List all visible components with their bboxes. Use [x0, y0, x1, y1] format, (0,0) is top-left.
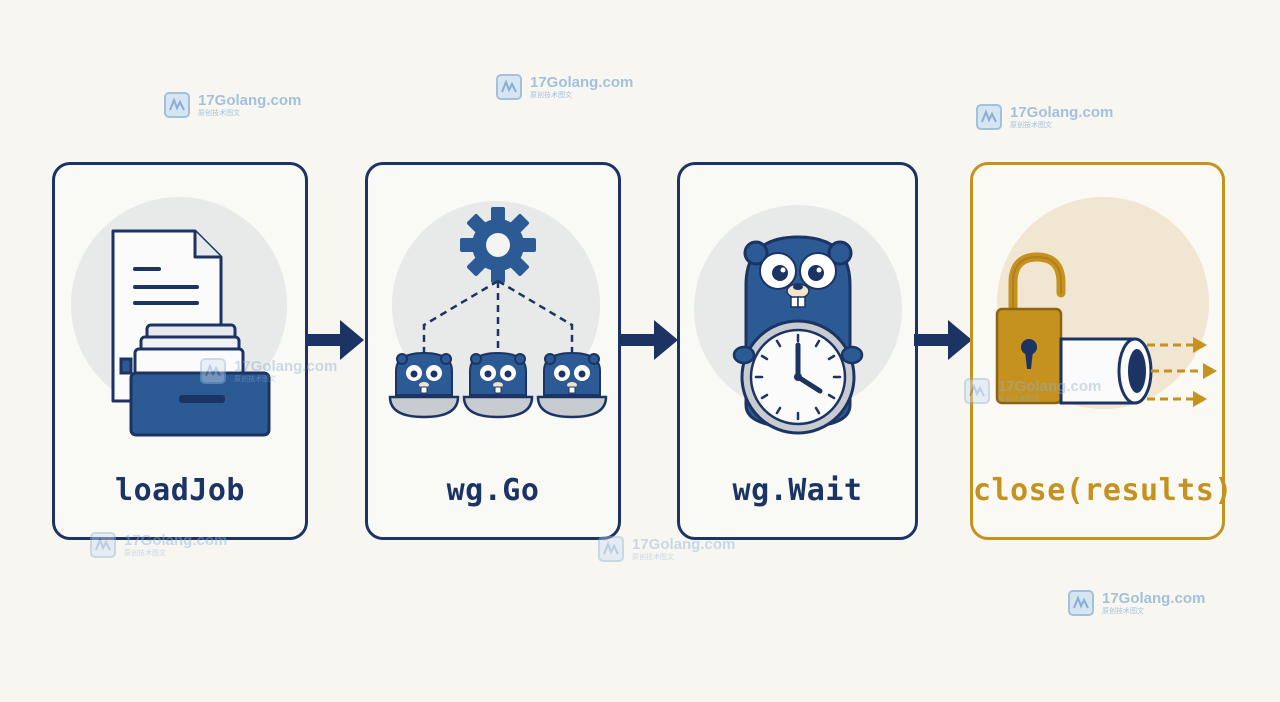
watermark-brand: 17Golang.com — [530, 74, 634, 91]
watermark-logo-icon — [964, 378, 990, 404]
watermark-brand: 17Golang.com — [1010, 104, 1114, 121]
watermark-logo-icon — [1068, 590, 1094, 616]
watermark-sub: 原创技术图文 — [998, 395, 1040, 403]
flow-arrow-icon — [306, 320, 364, 360]
flow-arrow-icon — [620, 320, 678, 360]
step-card-wg-wait: wg.Wait — [677, 162, 918, 540]
step-label: wg.Wait — [732, 473, 863, 508]
step-card-load-job: loadJob — [52, 162, 308, 540]
gopher-clock-icon — [694, 205, 902, 435]
watermark-brand: 17Golang.com — [998, 378, 1102, 395]
flow-arrow-icon — [914, 320, 972, 360]
watermark-brand: 17Golang.com — [198, 92, 302, 109]
watermark-logo-icon — [164, 92, 190, 118]
gear-gophers-icon — [388, 201, 608, 419]
watermark-sub: 原创技术图文 — [632, 553, 674, 561]
watermark-brand: 17Golang.com — [632, 536, 736, 553]
watermark-logo-icon — [90, 532, 116, 558]
watermark-sub: 原创技术图文 — [198, 109, 240, 117]
watermark-brand: 17Golang.com — [234, 358, 338, 375]
watermark-brand: 17Golang.com — [1102, 590, 1206, 607]
step-card-wg-go: wg.Go — [365, 162, 621, 540]
step-label: wg.Go — [446, 473, 540, 508]
step-card-close-results: close(results) — [970, 162, 1233, 540]
watermark-logo-icon — [598, 536, 624, 562]
watermark-logo-icon — [200, 358, 226, 384]
file-cabinet-icon — [71, 197, 287, 437]
watermark-sub: 原创技术图文 — [124, 549, 166, 557]
watermark-sub: 原创技术图文 — [1010, 121, 1052, 129]
step-label: loadJob — [115, 473, 245, 508]
step-label: close(results) — [973, 473, 1233, 508]
watermark-sub: 原创技术图文 — [234, 375, 276, 383]
watermark-logo-icon — [496, 74, 522, 100]
watermark-sub: 原创技术图文 — [530, 91, 572, 99]
watermark-brand: 17Golang.com — [124, 532, 228, 549]
open-lock-pipe-icon — [995, 197, 1217, 409]
watermark-logo-icon — [976, 104, 1002, 130]
watermark-sub: 原创技术图文 — [1102, 607, 1144, 615]
